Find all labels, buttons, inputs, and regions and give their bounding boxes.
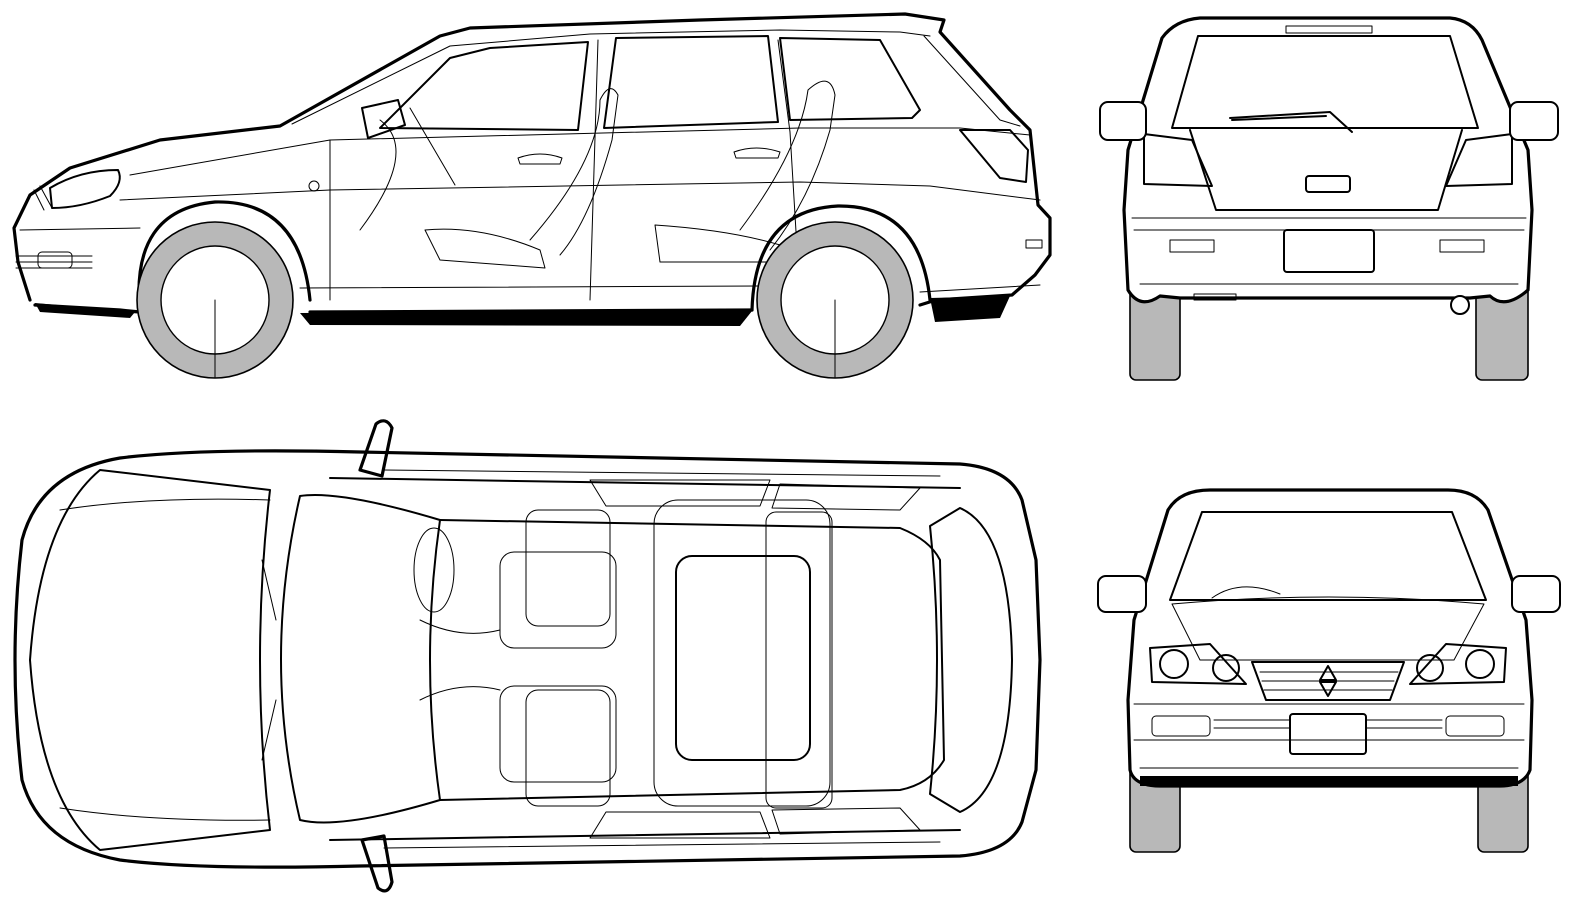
top-body-outline bbox=[13, 449, 1042, 869]
front-body-outline bbox=[1126, 488, 1534, 788]
side-mirror bbox=[361, 99, 406, 139]
front-license-plate bbox=[1289, 713, 1367, 755]
top-windshield bbox=[280, 494, 441, 824]
rear-body-outline bbox=[1122, 16, 1534, 304]
rear-view bbox=[1099, 16, 1559, 381]
top-hood bbox=[29, 469, 271, 851]
top-sunroof bbox=[675, 555, 811, 761]
side-rear-window bbox=[779, 37, 921, 121]
front-view bbox=[1097, 488, 1561, 853]
rear-left-lamp bbox=[1143, 133, 1213, 187]
rear-right-mirror bbox=[1509, 101, 1559, 141]
exhaust-tip bbox=[1450, 295, 1470, 315]
top-rear-glass bbox=[929, 507, 1013, 813]
rear-right-lamp bbox=[1445, 133, 1513, 187]
front-right-headlamp bbox=[1409, 643, 1507, 685]
side-rocker-strip bbox=[300, 311, 752, 326]
rear-license-plate bbox=[1283, 229, 1375, 273]
front-left-mirror bbox=[1097, 575, 1147, 613]
side-front-window bbox=[379, 41, 589, 131]
top-roof bbox=[439, 519, 945, 801]
top-upper-mirror bbox=[358, 419, 394, 478]
rear-wiper bbox=[1229, 111, 1353, 133]
front-right-mirror bbox=[1511, 575, 1561, 613]
rear-left-mirror bbox=[1099, 101, 1147, 141]
top-lower-mirror bbox=[360, 834, 394, 893]
front-badge bbox=[1319, 665, 1337, 697]
rear-window bbox=[1171, 35, 1479, 129]
top-view bbox=[13, 419, 1042, 893]
front-left-headlamp bbox=[1149, 643, 1247, 685]
side-headlamp bbox=[49, 169, 121, 209]
front-grille bbox=[1251, 661, 1405, 701]
side-middle-window bbox=[603, 35, 779, 129]
side-view bbox=[12, 12, 1052, 379]
